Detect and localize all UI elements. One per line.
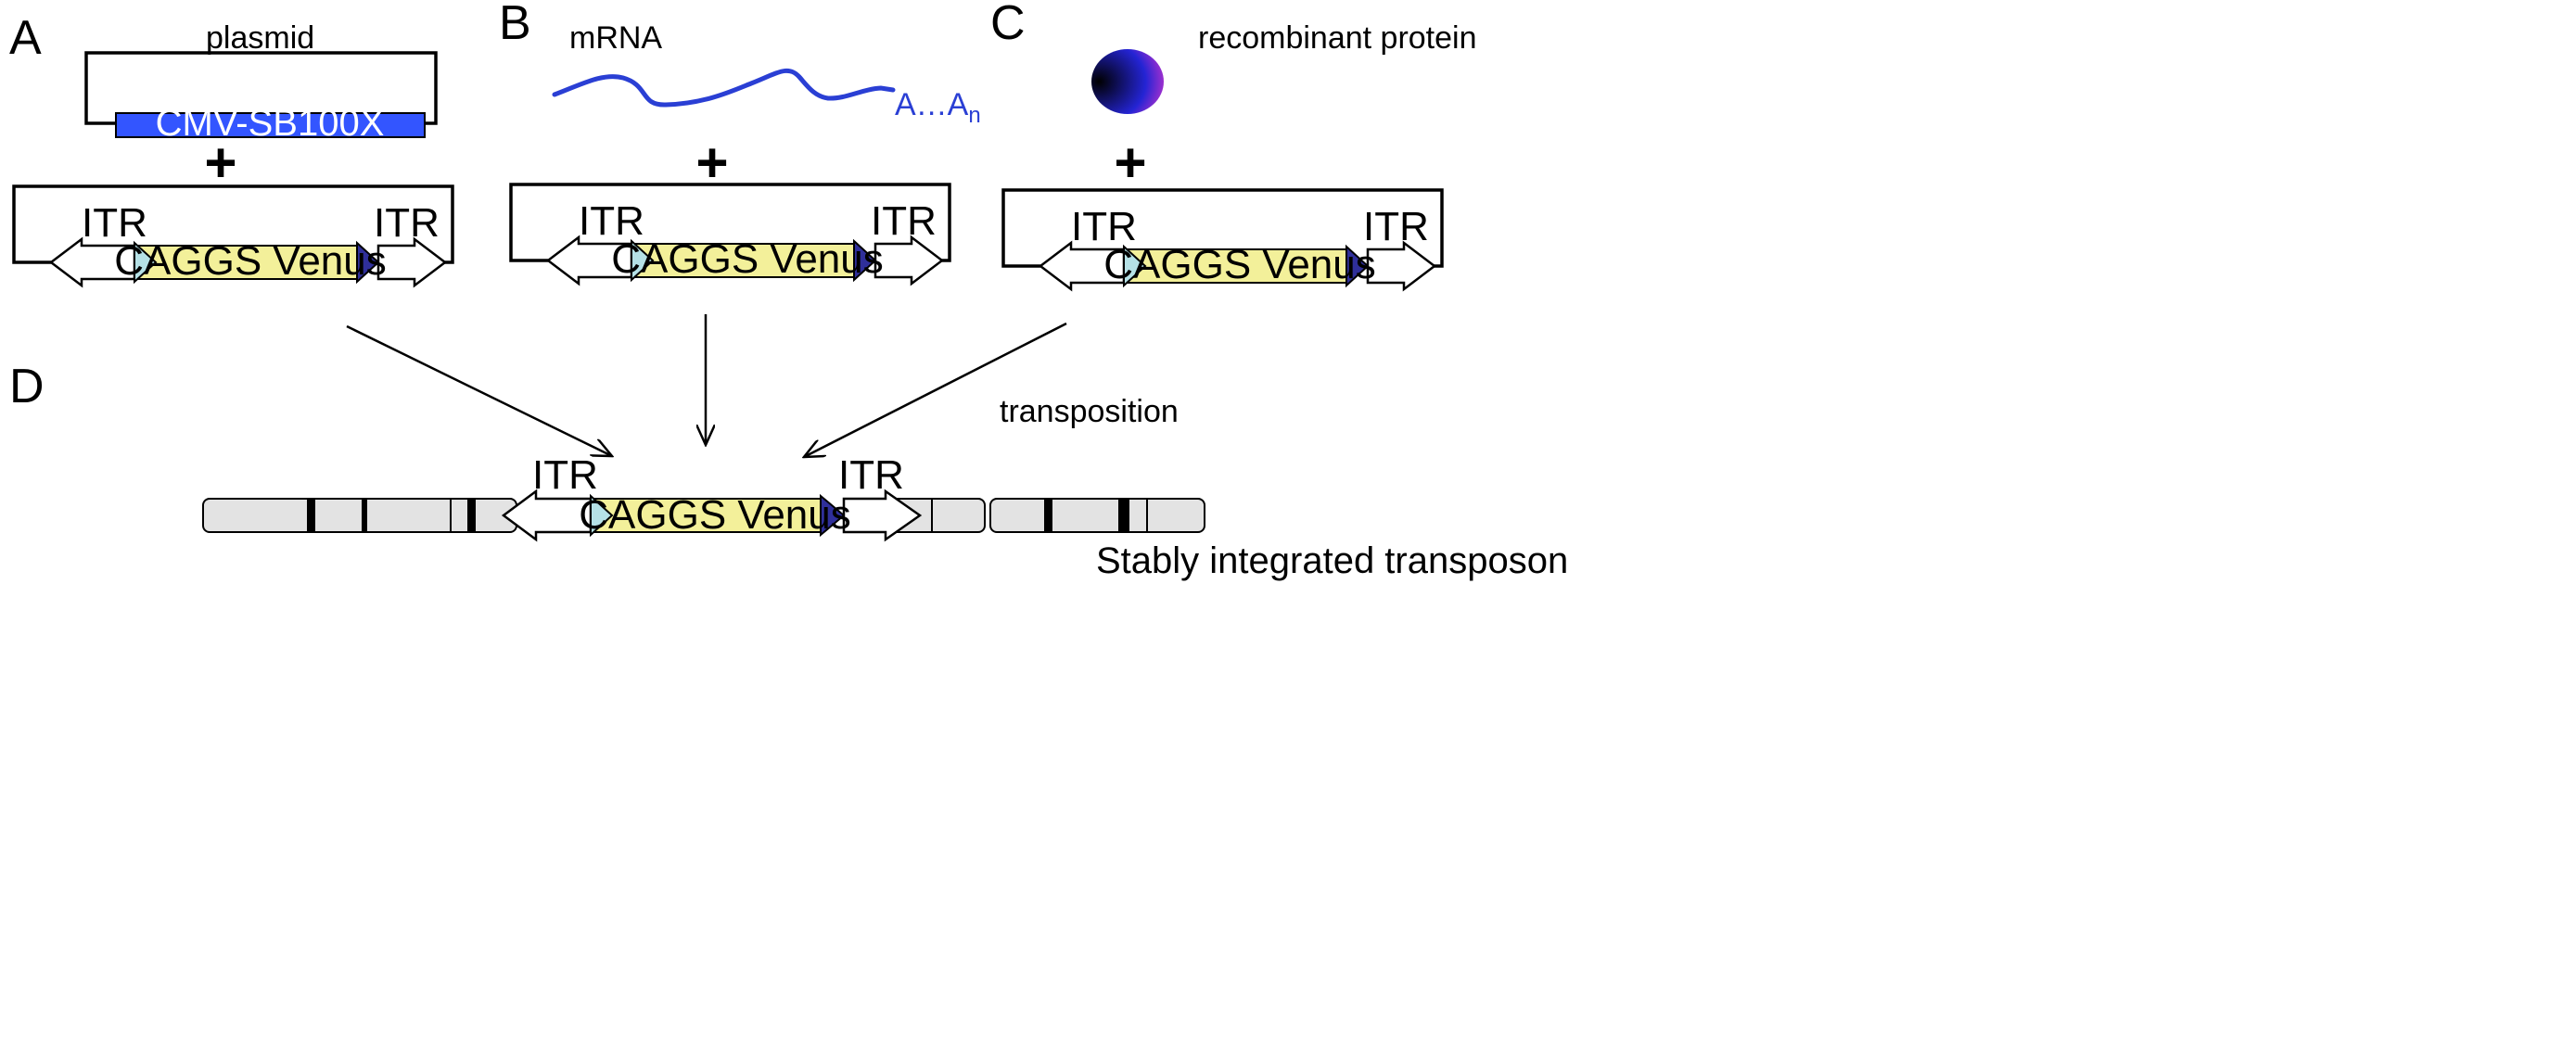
plus-sign-a: + [204,132,236,194]
integrated-left-itr [501,489,593,542]
plus-sign-c: + [1114,132,1146,194]
right-itr-arrow-b [874,235,945,286]
panel-letter-c: C [990,0,1026,50]
right-itr-arrow-c [1366,240,1437,292]
loxp-left-triangle-a [134,240,158,285]
arrow-from-a [346,324,612,456]
integrated-cassette-label: CAGGS Venus [579,492,850,538]
plasmid-backbone [84,51,438,125]
integrated-itr-label-right: ITR [838,452,904,498]
protein-blob [1091,49,1164,114]
band-right-1 [1044,500,1052,531]
panel-c: C recombinant protein + ITR ITR CAGGS Ve… [990,0,1477,292]
band-left-2 [362,500,367,531]
integrated-right-itr [842,489,923,542]
cmv-sb100x-label: CMV-SB100X [156,103,385,144]
transposition-arrows [346,314,1067,457]
cmv-sb100x-box [115,112,426,138]
integrated-itr-label-left: ITR [532,452,598,498]
itr-label-right-b: ITR [871,198,937,244]
cassette-label-b: CAGGS Venus [611,236,883,282]
cassette-label-c: CAGGS Venus [1103,242,1375,287]
itr-label-right-c: ITR [1363,204,1429,249]
recombinant-protein-caption: recombinant protein [1198,20,1477,56]
panel-letter-a: A [9,11,42,65]
right-itr-arrow-a [376,236,448,288]
chromosome-right [989,498,1205,533]
arrow-from-c [804,322,1067,457]
transposon-backbone-b [509,183,951,262]
plasmid-caption: plasmid [206,20,314,56]
loxp-right-triangle-b [853,238,877,283]
band-right-2 [1118,500,1129,531]
band-left-1 [307,500,315,531]
transposon-plasmid-b: ITR ITR CAGGS Venus [509,183,951,286]
transposon-backbone-c [1001,188,1444,268]
loxp-right-triangle-a [356,240,380,285]
cassette-label-a: CAGGS Venus [114,238,386,284]
panel-a: A plasmid CMV-SB100X + ITR ITR CAGGS Ven… [9,11,454,288]
itr-label-left-b: ITR [579,198,644,244]
band-left-4 [467,500,476,531]
polya-tail: A…An [895,87,981,128]
loxp-right-triangle-c [1345,244,1370,288]
transposition-caption: transposition [1000,394,1179,429]
mrna-caption: mRNA [569,20,662,56]
itr-label-right-a: ITR [374,200,440,246]
cassette-box-c [1123,248,1347,284]
panel-d: D transposition ITR ITR CAGGS Venus Stab… [9,360,1568,581]
itr-label-left-c: ITR [1071,204,1137,249]
itr-label-left-a: ITR [82,200,147,246]
integrated-right-triangle [820,493,846,538]
stably-integrated-caption: Stably integrated transposon [1096,540,1568,581]
panel-letter-b: B [499,0,531,50]
integrated-cassette [590,498,822,533]
panel-b: B mRNA A…An + ITR ITR CAGGS Venus [499,0,981,286]
transposon-backbone-a [12,184,454,264]
integrated-left-triangle [590,493,614,538]
integrated-transposon: ITR ITR CAGGS Venus [501,452,923,542]
mrna-strand [552,68,896,108]
loxp-left-triangle-c [1123,244,1147,288]
transposon-plasmid-a: ITR ITR CAGGS Venus [12,184,454,288]
loxp-left-triangle-b [631,238,655,283]
transposon-plasmid-c: ITR ITR CAGGS Venus [1001,188,1444,292]
panel-letter-d: D [9,360,45,413]
